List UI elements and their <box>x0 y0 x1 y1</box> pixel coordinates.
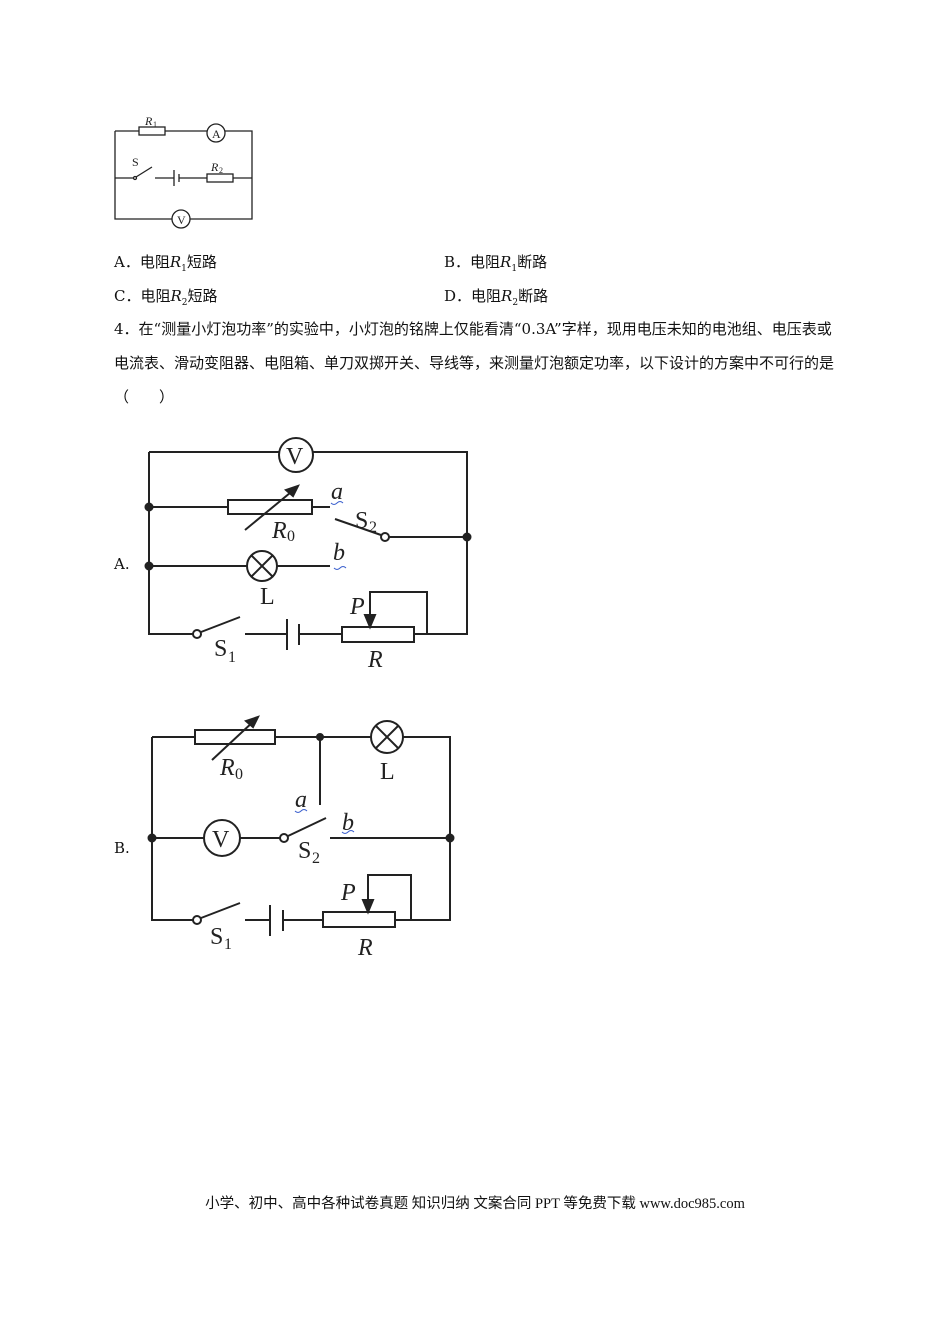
svg-text:a: a <box>295 787 307 813</box>
svg-text:1: 1 <box>228 649 236 666</box>
svg-text:S: S <box>355 508 368 534</box>
option-sub: 1 <box>511 264 518 274</box>
svg-text:a: a <box>331 479 343 505</box>
svg-text:b: b <box>333 540 345 566</box>
q3-option-d[interactable]: D．电阻R2断路 <box>444 285 548 308</box>
option-text: 短路 <box>186 253 217 271</box>
svg-text:1: 1 <box>153 120 157 129</box>
svg-text:S: S <box>214 636 227 662</box>
svg-text:V: V <box>177 213 186 227</box>
option-text: 断路 <box>518 287 549 305</box>
q3-option-c[interactable]: C．电阻R2短路 <box>114 285 218 308</box>
svg-text:R: R <box>144 114 153 128</box>
svg-text:R: R <box>271 518 287 544</box>
option-text: 电阻 <box>139 253 170 271</box>
svg-text:0: 0 <box>287 528 295 545</box>
option-letter: A． <box>114 253 140 271</box>
option-text: 短路 <box>187 287 218 305</box>
option-sub: 1 <box>181 264 187 274</box>
svg-text:R: R <box>210 160 219 174</box>
voltmeter-icon <box>278 437 314 473</box>
svg-text:R: R <box>357 935 373 961</box>
svg-text:2: 2 <box>219 166 223 175</box>
svg-text:A: A <box>212 127 221 141</box>
option-var: R <box>500 253 512 271</box>
svg-text:V: V <box>212 827 230 853</box>
lamp-icon <box>246 550 278 582</box>
lamp-icon <box>370 720 404 754</box>
svg-text:S: S <box>298 838 311 864</box>
option-var: R <box>170 287 182 305</box>
option-letter: C． <box>114 287 141 305</box>
option-text: 断路 <box>517 253 548 271</box>
voltmeter-icon <box>203 819 241 857</box>
page-footer: 小学、初中、高中各种试卷真题 知识归纳 文案合同 PPT 等免费下载 www.d… <box>205 1196 745 1212</box>
q3-option-a[interactable]: A．电阻R1短路 <box>114 251 217 274</box>
option-text: 电阻 <box>470 253 501 271</box>
svg-text:P: P <box>349 594 365 620</box>
svg-text:R: R <box>219 755 235 781</box>
svg-text:2: 2 <box>369 519 377 536</box>
option-a-label[interactable]: A. <box>114 555 130 573</box>
option-var: R <box>501 287 513 305</box>
option-sub: 2 <box>181 298 188 308</box>
question-4-text: 4．在“测量小灯泡功率”的实验中，小灯泡的铭牌上仅能看清“0.3A”字样，现用电… <box>114 320 835 406</box>
option-var: R <box>169 253 182 271</box>
svg-text:R: R <box>367 647 383 673</box>
svg-text:b: b <box>342 810 354 836</box>
voltmeter-icon <box>171 209 191 229</box>
option-letter: B． <box>444 253 471 271</box>
option-letter: D． <box>444 287 472 305</box>
svg-text:S: S <box>132 155 139 169</box>
svg-text:2: 2 <box>312 850 320 867</box>
option-b-label[interactable]: B. <box>114 839 130 857</box>
q3-option-b[interactable]: B．电阻R1断路 <box>444 251 547 274</box>
svg-text:V: V <box>286 444 304 470</box>
svg-text:1: 1 <box>224 936 232 953</box>
option-text: 电阻 <box>140 287 171 305</box>
svg-text:L: L <box>380 759 395 785</box>
svg-text:0: 0 <box>235 766 243 783</box>
ammeter-icon <box>206 123 226 143</box>
svg-text:L: L <box>260 584 275 610</box>
option-sub: 2 <box>512 298 519 308</box>
svg-text:S: S <box>210 924 223 950</box>
svg-text:P: P <box>340 880 356 906</box>
option-text: 电阻 <box>471 287 502 305</box>
